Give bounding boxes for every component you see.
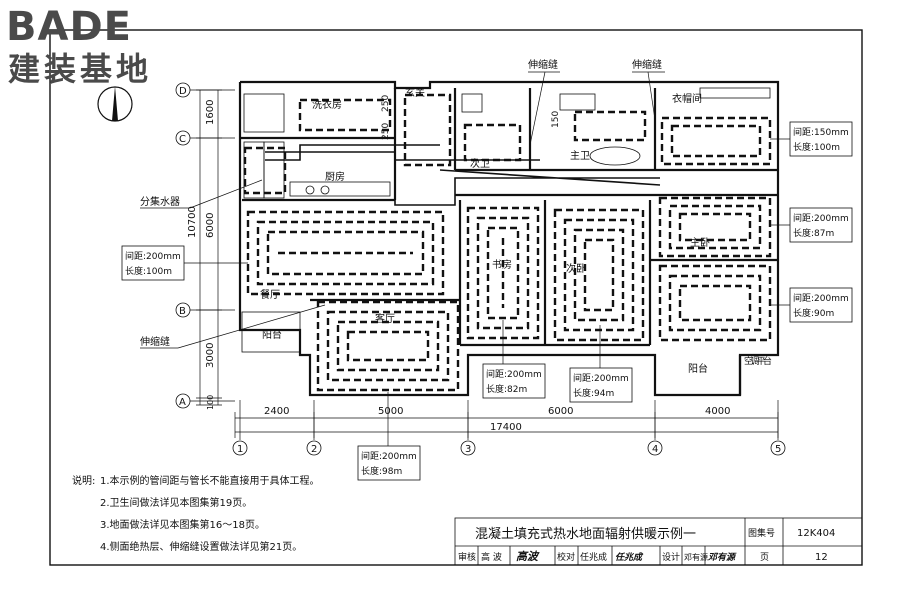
- check-name: 任兆成: [580, 551, 607, 563]
- loop-study-spacing: 间距:200mm: [486, 368, 542, 380]
- logo-brand: BADE: [6, 4, 132, 50]
- dim-17400: 17400: [490, 422, 522, 433]
- dim-100: 100: [206, 395, 215, 410]
- axis-4: 4: [652, 444, 658, 455]
- room-ac-platform: 空调平台: [744, 355, 772, 367]
- atlas-no: 12K404: [797, 528, 835, 539]
- loop-spec-living: 间距:200mm 长度:98m: [357, 392, 421, 481]
- note-1: 1.本示例的管间距与管长不能直接用于具体工程。: [100, 474, 320, 487]
- room-balcony-right: 阳台: [688, 362, 708, 375]
- axis-3: 3: [465, 444, 471, 455]
- check-label: 校对: [557, 551, 575, 563]
- axis-A: A: [179, 397, 186, 408]
- dim-10700: 10700: [187, 206, 198, 238]
- loop-spec-master-lower: 间距:200mm 长度:90m: [770, 287, 853, 323]
- column-axes: 1 2 3 4 5: [232, 400, 786, 456]
- loop-second-bed-spacing: 间距:200mm: [573, 372, 629, 384]
- axis-5: 5: [775, 444, 781, 455]
- loop-living-spacing: 间距:200mm: [361, 450, 417, 462]
- north-arrow-icon: [97, 86, 133, 122]
- review-label: 审核: [458, 551, 476, 563]
- room-laundry: 洗衣房: [312, 98, 342, 111]
- loop-closet-spacing: 间距:150mm: [793, 126, 849, 138]
- room-closet: 衣帽间: [672, 92, 702, 105]
- callout-expansion-joint-left: 伸缩缝: [140, 335, 170, 348]
- dim-250-b: 250: [381, 123, 391, 140]
- room-balcony-left: 阳台: [262, 328, 282, 341]
- dim-250-a: 250: [381, 95, 391, 112]
- loop-master-upper-length: 长度:87m: [793, 227, 834, 239]
- room-entrance: 玄关: [405, 86, 425, 99]
- dim-5000: 5000: [378, 406, 403, 417]
- fixtures: [243, 87, 771, 199]
- horizontal-dimensions: 2400 5000 6000 4000 17400: [234, 406, 779, 438]
- dim-2400: 2400: [264, 406, 289, 417]
- title-block: 混凝土填充式热水地面辐射供暖示例一 图集号 12K404 审核 高 波 高波 校…: [454, 517, 863, 566]
- room-bath1: 主卫: [570, 150, 590, 162]
- dim-4000: 4000: [705, 406, 730, 417]
- logo: BADE 建装基地: [6, 4, 152, 88]
- room-study: 书房: [492, 258, 512, 271]
- design-name: 邓有源: [684, 552, 708, 562]
- note-3: 3.地面做法详见本图集第16～18页。: [100, 518, 265, 531]
- note-2: 2.卫生间做法详见本图集第19页。: [100, 496, 252, 509]
- loop-dining-length: 长度:100m: [125, 265, 172, 277]
- room-dining: 餐厅: [260, 288, 280, 301]
- review-signature: 高波: [516, 550, 540, 563]
- loop-spec-study: 间距:200mm 长度:82m: [482, 320, 546, 399]
- room-labels: 玄关 洗衣房 厨房 次卫 主卫 衣帽间 书房 次卧 主卧 餐厅 客厅 阳台 阳台…: [260, 86, 772, 375]
- room-second-bed: 次卧: [566, 262, 586, 275]
- loop-closet-length: 长度:100m: [793, 141, 840, 153]
- axis-1: 1: [237, 444, 243, 455]
- loop-master-lower-length: 长度:90m: [793, 307, 834, 319]
- loop-spec-master-upper: 间距:200mm 长度:87m: [770, 207, 853, 243]
- design-signature: 邓有源: [708, 552, 737, 563]
- page-label: 页: [760, 552, 769, 563]
- notes-title: 说明:: [72, 474, 95, 487]
- heating-loops: [243, 93, 772, 392]
- loop-master-upper-spacing: 间距:200mm: [793, 212, 849, 224]
- callout-expansion-joint-2: 伸缩缝: [632, 58, 662, 71]
- loop-spec-second-bed: 间距:200mm 长度:94m: [569, 325, 633, 403]
- check-signature: 任兆成: [615, 552, 644, 563]
- notes: 说明: 1.本示例的管间距与管长不能直接用于具体工程。 2.卫生间做法详见本图集…: [72, 474, 320, 553]
- loop-second-bed-length: 长度:94m: [573, 387, 614, 399]
- axis-B: B: [179, 306, 186, 317]
- loop-master-lower-spacing: 间距:200mm: [793, 292, 849, 304]
- page-no: 12: [815, 552, 828, 563]
- loop-living-length: 长度:98m: [361, 465, 402, 477]
- room-living: 客厅: [375, 312, 395, 325]
- callouts: 伸缩缝 伸缩缝 分集水器 伸缩缝: [140, 58, 665, 349]
- review-name: 高 波: [481, 551, 502, 563]
- dim-6000-v: 6000: [205, 213, 216, 238]
- building-walls: [238, 80, 780, 397]
- axis-2: 2: [311, 444, 317, 455]
- axis-C: C: [179, 134, 186, 145]
- dim-6000-h: 6000: [548, 406, 573, 417]
- room-kitchen: 厨房: [325, 170, 345, 183]
- logo-tagline: 建装基地: [8, 50, 152, 88]
- row-axes: D C B A: [175, 82, 235, 409]
- loop-study-length: 长度:82m: [486, 383, 527, 395]
- loop-spec-dining: 间距:200mm 长度:100m: [121, 245, 248, 281]
- dim-150: 150: [551, 111, 561, 128]
- room-master-bed: 主卧: [690, 236, 710, 249]
- dim-3000-v: 3000: [205, 343, 216, 368]
- loop-spec-closet: 间距:150mm 长度:100m: [770, 121, 853, 157]
- loop-dining-spacing: 间距:200mm: [125, 250, 181, 262]
- axis-D: D: [179, 86, 187, 97]
- design-label: 设计: [662, 551, 680, 563]
- drawing-title: 混凝土填充式热水地面辐射供暖示例一: [475, 526, 696, 542]
- atlas-label: 图集号: [748, 527, 775, 539]
- callout-expansion-joint-1: 伸缩缝: [528, 58, 558, 71]
- room-bath2: 次卫: [470, 157, 490, 170]
- callout-manifold: 分集水器: [140, 195, 180, 208]
- dim-1600: 1600: [205, 100, 216, 125]
- note-4: 4.侧面绝热层、伸缩缝设置做法详见第21页。: [100, 540, 302, 553]
